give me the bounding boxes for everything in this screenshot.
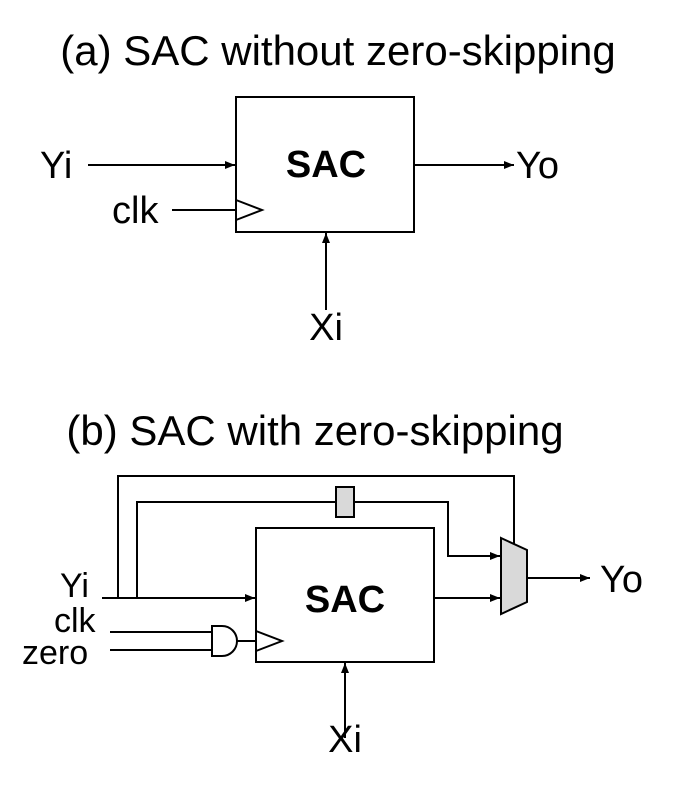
output-yo-b-label: Yo	[600, 559, 643, 601]
panel-b: (b) SAC with zero-skipping SAC Yi clk ze…	[22, 407, 643, 761]
sac-block-a	[235, 96, 415, 233]
sac-block-b-label: SAC	[305, 579, 385, 621]
sac-block-b	[255, 527, 435, 663]
input-clk-b-label: clk	[54, 602, 97, 640]
input-xi-b-label: Xi	[328, 719, 362, 761]
panel-a-title: (a) SAC without zero-skipping	[60, 27, 616, 74]
input-xi-a-label: Xi	[309, 307, 343, 349]
input-yi-b-label: Yi	[60, 567, 89, 605]
bypass-select-wire	[117, 475, 515, 598]
input-yi-a-label: Yi	[40, 145, 72, 187]
delay-register	[335, 486, 355, 518]
clock-triangle-a-icon	[235, 199, 265, 221]
and-gate-icon	[211, 625, 238, 657]
output-yo-a-label: Yo	[516, 145, 559, 187]
panel-a: (a) SAC without zero-skipping SAC Yi clk…	[40, 27, 616, 349]
bypass-delay-wire-in	[136, 501, 336, 598]
input-clk-a-label: clk	[112, 190, 159, 232]
panel-b-title: (b) SAC with zero-skipping	[66, 407, 563, 454]
sac-block-a-label: SAC	[286, 144, 366, 186]
clock-triangle-b-icon	[255, 630, 285, 652]
mux-icon	[500, 536, 528, 616]
bypass-delay-wire-out	[354, 501, 500, 560]
input-zero-b-label: zero	[22, 634, 88, 672]
